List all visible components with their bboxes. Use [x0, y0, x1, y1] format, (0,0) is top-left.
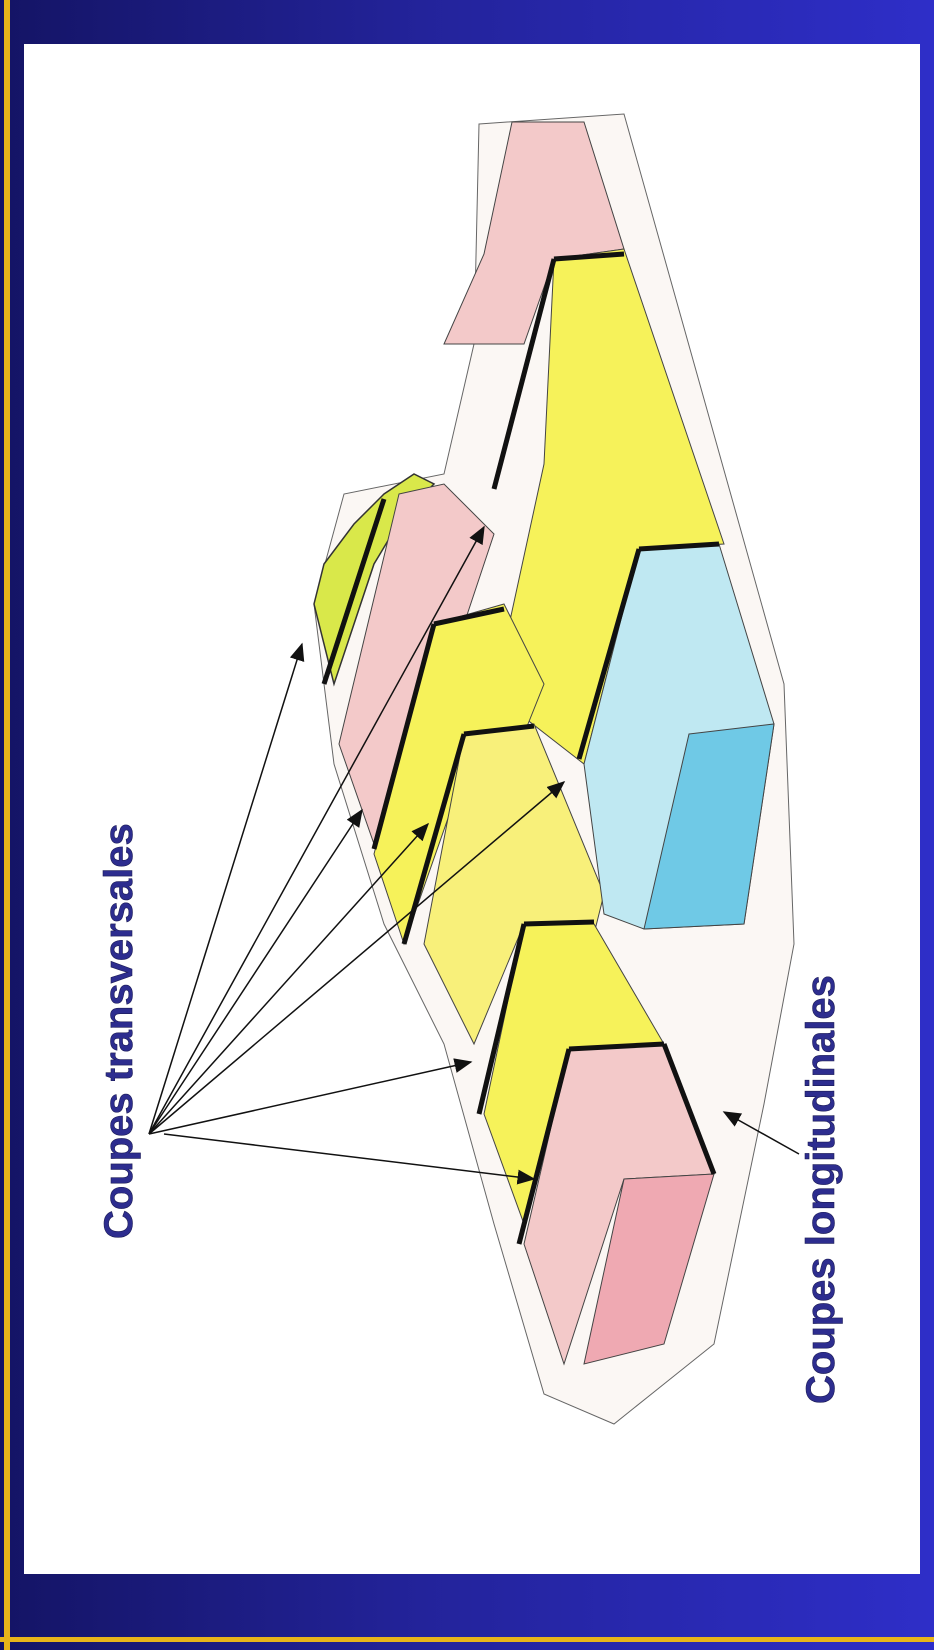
frame-rule-left [4, 0, 10, 1650]
label-longitudinal: Coupes longitudinales [799, 975, 843, 1404]
diagram-panel: Coupes transversales Coupes longitudinal… [24, 44, 920, 1574]
cut-line-9 [524, 922, 594, 924]
arrow-transversal-6 [149, 1062, 471, 1134]
stratigraphy-diagram: Coupes transversales Coupes longitudinal… [24, 44, 920, 1574]
label-transversal: Coupes transversales [97, 823, 141, 1239]
arrow-transversal-4 [149, 824, 428, 1134]
frame-rule-bottom [0, 1637, 934, 1642]
arrow-transversal-1 [149, 644, 302, 1134]
arrow-transversal-3 [149, 810, 362, 1134]
